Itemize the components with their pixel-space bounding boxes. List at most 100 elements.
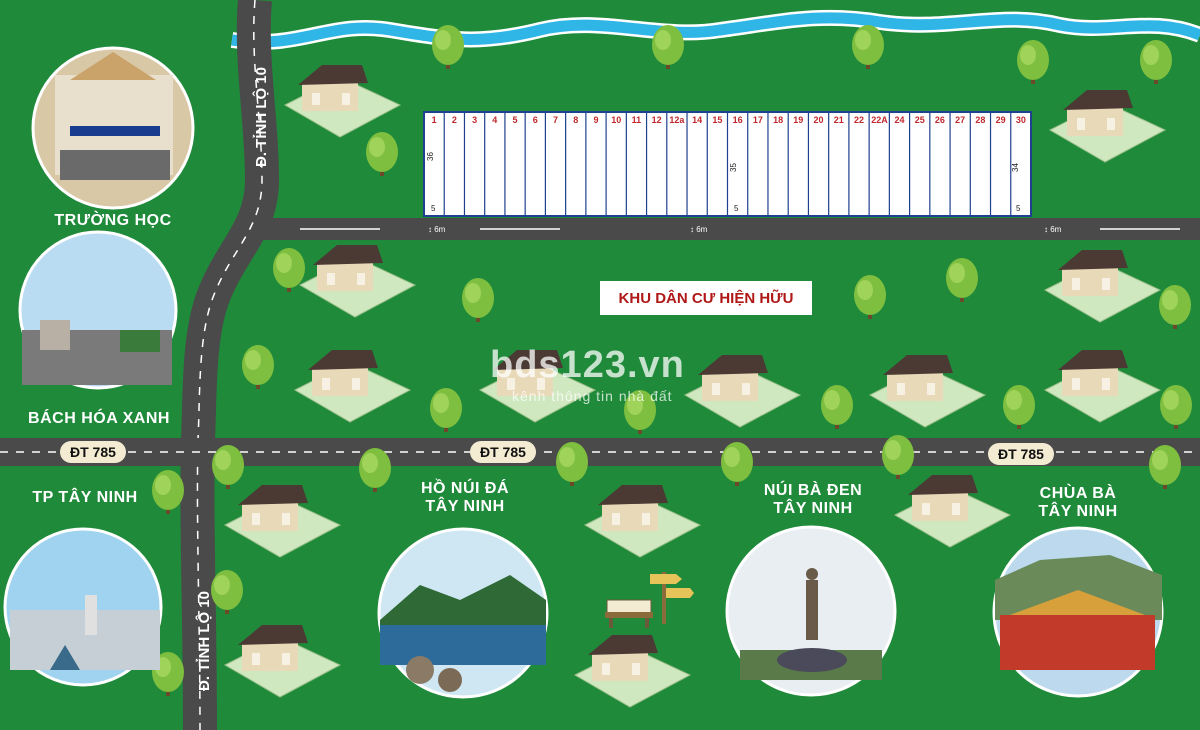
lot-number[interactable]: 7 [553, 115, 559, 125]
lot-number[interactable]: 19 [793, 115, 804, 125]
grocery-label: BÁCH HÓA XANH [28, 410, 170, 427]
lot-number[interactable]: 10 [611, 115, 622, 125]
watermark-site: bds123.vn [490, 344, 685, 386]
lot-number[interactable]: 24 [894, 115, 905, 125]
lot-number[interactable]: 25 [914, 115, 925, 125]
lot-depth-left: 36 [425, 152, 435, 161]
lot-number[interactable]: 12a [669, 115, 685, 125]
lot-depth-right: 34 [1010, 163, 1020, 172]
lot-number[interactable]: 11 [631, 115, 642, 125]
lot-number[interactable]: 8 [573, 115, 579, 125]
tree-icon [212, 445, 244, 489]
lot-number[interactable]: 3 [472, 115, 478, 125]
tree-icon [359, 448, 391, 492]
highway-sign-middle: ĐT 785 [470, 441, 536, 463]
lot-number[interactable]: 22A [871, 115, 888, 125]
lot-frontage-right: 5 [1016, 204, 1021, 213]
house-icon [583, 485, 702, 558]
tree-icon [152, 470, 184, 514]
provincial-road-label-bottom: Đ. TỈNH LỘ 10 [196, 591, 213, 692]
lot-number[interactable]: 2 [451, 115, 457, 125]
lake-label: HỒ NÚI ĐÁ TÂY NINH [395, 480, 535, 516]
tree-icon [1160, 385, 1192, 429]
road-width-middle: ↕ 6m [690, 225, 708, 234]
pagoda-label: CHÙA BÀ TÂY NINH [1018, 485, 1138, 521]
watermark-tagline: kênh thông tin nhà đất [512, 388, 673, 404]
lake-label-line2: TÂY NINH [425, 498, 505, 515]
internal-road [262, 218, 1200, 240]
house-icon [298, 245, 417, 318]
lot-number[interactable]: 26 [934, 115, 945, 125]
lot-number[interactable]: 28 [975, 115, 986, 125]
house-icon [1043, 350, 1162, 423]
lot-number[interactable]: 27 [955, 115, 966, 125]
bench-icon [605, 599, 653, 628]
lot-number[interactable]: 12 [651, 115, 662, 125]
road-width-right-value: 6m [1050, 225, 1062, 234]
lot-number[interactable]: 4 [492, 115, 498, 125]
tree-icon [1017, 40, 1049, 84]
provincial-road-label-top: Đ. TỈNH LỘ 10 [253, 67, 270, 168]
school-photo [31, 46, 195, 210]
house-icon [868, 355, 987, 428]
tree-icon [556, 442, 588, 486]
highway-sign-left: ĐT 785 [60, 441, 126, 463]
tree-icon [432, 25, 464, 69]
grocery-photo [18, 230, 178, 390]
mountain-label-line2: TÂY NINH [773, 500, 853, 517]
tree-icon [1140, 40, 1172, 84]
lot-number[interactable]: 15 [712, 115, 723, 125]
city-label: TP TÂY NINH [32, 489, 138, 506]
house-icon [1048, 90, 1167, 163]
tree-icon [652, 25, 684, 69]
lot-number[interactable]: 9 [593, 115, 599, 125]
lot-number[interactable]: 5 [512, 115, 518, 125]
tree-icon [462, 278, 494, 322]
tree-icon [242, 345, 274, 389]
road-width-left-value: 6m [434, 225, 446, 234]
house-icon [223, 625, 342, 698]
city-photo [3, 527, 163, 687]
house-icon [573, 635, 692, 708]
tree-icon [624, 390, 656, 434]
tree-icon [821, 385, 853, 429]
lot-number[interactable]: 16 [732, 115, 743, 125]
pagoda-label-line1: CHÙA BÀ [1039, 485, 1117, 502]
lot-number[interactable]: 17 [752, 115, 763, 125]
house-icon [293, 350, 412, 423]
tree-icon [854, 275, 886, 319]
house-icon [283, 65, 402, 138]
lot-depth-middle: 35 [728, 163, 738, 172]
school-label: TRƯỜNG HỌC [54, 212, 172, 229]
tree-icon [1159, 285, 1191, 329]
lot-number[interactable]: 20 [813, 115, 824, 125]
lot-number[interactable]: 1 [431, 115, 437, 125]
tree-icon [211, 570, 243, 614]
tree-icon [273, 248, 305, 292]
lot-frontage-middle: 5 [734, 204, 739, 213]
lot-number[interactable]: 6 [532, 115, 538, 125]
lot-number[interactable]: 21 [833, 115, 844, 125]
lot-number[interactable]: 22 [854, 115, 865, 125]
tree-icon [1149, 445, 1181, 489]
lot-frontage-left: 5 [431, 204, 436, 213]
lake-label-line1: HỒ NÚI ĐÁ [420, 480, 510, 497]
house-icon [223, 485, 342, 558]
road-width-middle-value: 6m [696, 225, 708, 234]
lake-photo [377, 527, 549, 699]
mountain-label: NÚI BÀ ĐEN TÂY NINH [748, 482, 878, 518]
highway-sign-right: ĐT 785 [988, 443, 1054, 465]
mountain-label-line1: NÚI BÀ ĐEN [763, 482, 863, 499]
lot-number[interactable]: 29 [995, 115, 1006, 125]
road-width-left: ↕ 6m [428, 225, 446, 234]
mountain-photo [725, 525, 897, 697]
signpost-icon [650, 572, 694, 624]
tree-icon [366, 132, 398, 176]
tree-icon [946, 258, 978, 302]
lot-number[interactable]: 14 [692, 115, 703, 125]
tree-icon [882, 435, 914, 479]
lot-number[interactable]: 18 [773, 115, 784, 125]
house-icon [478, 350, 597, 423]
house-icon [1043, 250, 1162, 323]
lot-number[interactable]: 30 [1015, 115, 1026, 125]
